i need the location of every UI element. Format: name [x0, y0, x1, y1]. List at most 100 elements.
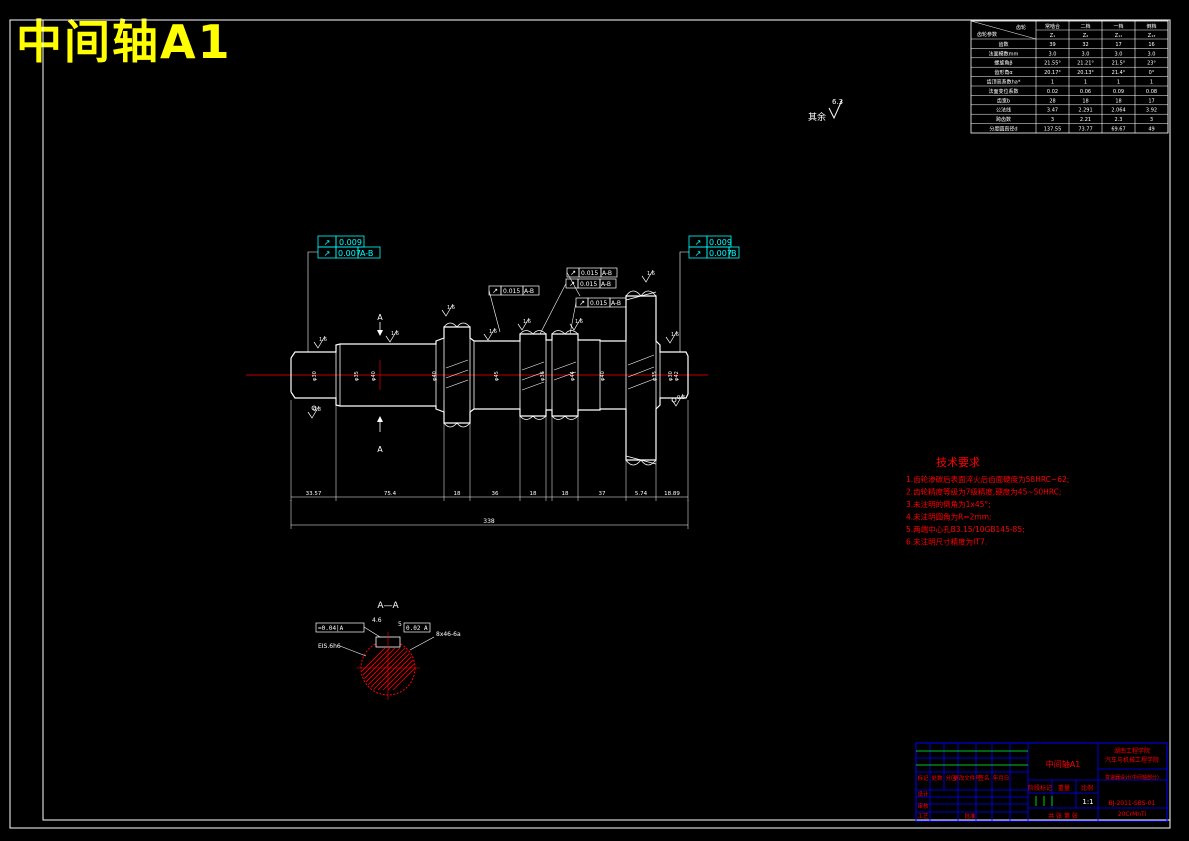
gdt-tol: 0.015 — [503, 288, 520, 295]
inner-border — [42, 19, 1171, 821]
segment-dim: 18 — [562, 491, 569, 497]
roughness-symbol-icon — [307, 405, 320, 419]
table-cell: 39 — [1049, 42, 1055, 48]
table-col-name: 二档 — [1080, 23, 1090, 30]
gear-tooth-profiles — [443, 290, 657, 466]
gdt-runout-icon: ↗ — [570, 269, 576, 277]
roughness-symbol-icon — [665, 330, 678, 344]
table-cell: 17 — [1148, 98, 1154, 104]
gdt-tol: 0.015 — [590, 300, 607, 307]
table-cell: 69.67 — [1111, 127, 1125, 133]
roughness-value: 1.6 — [489, 329, 497, 335]
tech-item: 1.齿轮渗碳后表面淬火后齿面硬度为58HRC~62; — [906, 474, 1069, 484]
table-cell: 28 — [1049, 98, 1055, 104]
table-cell: 2.21 — [1080, 117, 1091, 123]
tb-scale: 1:1 — [1082, 798, 1093, 806]
table-cell: 20.13° — [1077, 70, 1094, 76]
title-block: 中间轴A1 湖南工程学院 汽车与机械工程学院 变速器设计(中间轴部分) BJ-2… — [915, 742, 1168, 822]
shaft-outline-top — [290, 295, 689, 375]
tb-school1: 湖南工程学院 — [1114, 747, 1150, 755]
gdt-runout-icon: ↗ — [324, 249, 331, 258]
table-col-name: 常啮合 — [1045, 23, 1060, 30]
table-col-name: 倒档 — [1146, 23, 1156, 30]
table-cell: 2.3 — [1115, 117, 1123, 123]
tb-label: 审核 — [917, 802, 929, 810]
table-cell: 3 — [1150, 117, 1153, 123]
roughness-value: 1.6 — [647, 271, 655, 277]
table-cell: 17 — [1115, 42, 1121, 48]
gdt-tol: 0.009 — [709, 238, 732, 247]
diameter-label: φ35 — [652, 371, 658, 381]
table-row-label: 公法线 — [996, 107, 1011, 114]
tb-mid-label: 阶段标记 — [1028, 784, 1052, 792]
table-col-name: 一档 — [1113, 23, 1123, 30]
tb-mid-label: 比例 — [1081, 784, 1093, 792]
roughness-value: 1.6 — [575, 319, 583, 325]
diameter-label: φ40 — [432, 371, 438, 381]
table-row-label: 螺旋角β — [994, 60, 1012, 67]
gdt-runout-icon: ↗ — [492, 287, 498, 295]
gdt-datum: A-B — [602, 270, 612, 277]
tb-label: 更改文件号 — [953, 774, 981, 782]
gdt-runout-icon: ↗ — [695, 249, 702, 258]
roughness-symbol-icon — [641, 269, 654, 283]
table-col-sym: Z₁₁ — [1115, 33, 1122, 39]
table-cell: 1 — [1117, 80, 1120, 86]
table-corner-bottom: 齿轮参数 — [977, 31, 997, 38]
technical-requirements: 技术要求 1.齿轮渗碳后表面淬火后齿面硬度为58HRC~62;2.齿轮精度等级为… — [906, 456, 1069, 547]
tb-label: 批准 — [964, 812, 976, 820]
tech-item: 2.齿轮精度等级为7级精度,硬度为45~50HRC; — [906, 487, 1061, 497]
table-col-sym: Z₂ — [1083, 33, 1088, 39]
table-cell: 49 — [1148, 127, 1154, 133]
tech-item: 5.两端中心孔B3.15/10GB145-85; — [906, 524, 1025, 534]
others-label: 其余 — [808, 111, 826, 123]
spline-right-label: 8x46-6a — [436, 631, 461, 638]
table-cell: 0.06 — [1080, 89, 1091, 95]
tech-item: 6.未注明尺寸精度为IT7. — [906, 537, 987, 547]
tb-label: 年月日 — [993, 774, 1010, 782]
table-row-label: 齿数 — [998, 41, 1008, 48]
segment-dim: 5.74 — [635, 491, 648, 497]
roughness-symbol-icon — [385, 329, 398, 343]
diameter-label: φ35 — [354, 371, 360, 381]
table-corner-top: 齿轮 — [1016, 24, 1026, 31]
section-depth: 4.6 — [372, 617, 382, 624]
gdt-datum: A-B — [524, 288, 534, 295]
table-row-label: 齿宽b — [997, 97, 1010, 104]
gdt-runout-icon: ↗ — [569, 280, 575, 288]
table-row-label: 法面变位系数 — [988, 88, 1018, 95]
table-col-sym: Z₁₃ — [1148, 33, 1155, 39]
tb-drawing-name: 中间轴A1 — [1046, 759, 1081, 769]
roughness-value: 1.6 — [319, 337, 327, 343]
table-cell: 0.08 — [1146, 89, 1157, 95]
table-cell: 0° — [1149, 70, 1155, 76]
table-cell: 73.77 — [1078, 127, 1092, 133]
tb-label: 分区 — [945, 774, 957, 782]
roughness-value: 0.8 — [677, 395, 685, 401]
tb-label: 标记 — [917, 774, 929, 782]
table-cell: 137.55 — [1044, 127, 1062, 133]
outer-border — [9, 19, 1171, 829]
table-cell: 0.02 — [1047, 89, 1058, 95]
gdt-datum: A-B — [601, 281, 611, 288]
table-cell: 32 — [1082, 42, 1088, 48]
tb-drawing-no: BJ-2011-SBS-01 — [1109, 800, 1156, 807]
tech-item: 4.未注明圆角为R=2mm; — [906, 512, 992, 522]
others-roughness: 其余 6.3 — [808, 98, 843, 123]
diameter-label: φ44 — [570, 371, 576, 381]
gdt-tol: 0.007 — [338, 249, 361, 258]
table-row-label: 跨齿数 — [996, 116, 1011, 123]
table-cell: 18 — [1082, 98, 1088, 104]
tb-material: 20CrMnTi — [1118, 811, 1147, 818]
gdt-datum: A-B — [360, 249, 373, 258]
gdt-datum: A-B — [611, 300, 621, 307]
segment-dim: 33.57 — [306, 491, 322, 497]
gdt-tol: 0.007 — [709, 249, 732, 258]
section-marks: A A — [377, 313, 383, 454]
segment-dim: 75.4 — [384, 491, 397, 497]
table-cell: 1 — [1150, 80, 1153, 86]
section-mark-bottom: A — [377, 445, 383, 454]
gdt-tol: 0.009 — [339, 238, 362, 247]
